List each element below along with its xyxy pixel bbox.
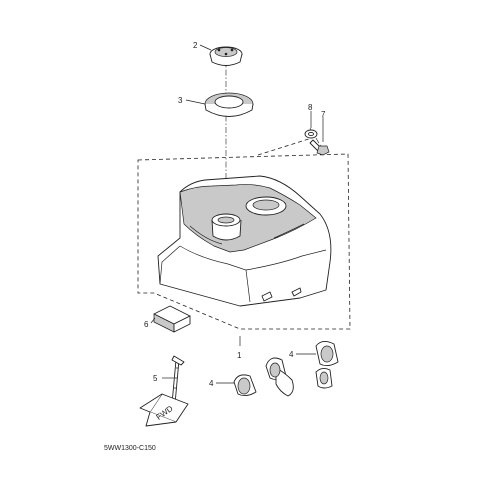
assembly-boundary — [137, 136, 351, 330]
bolt[interactable] — [309, 139, 330, 156]
fuel-cap[interactable] — [209, 46, 243, 66]
band[interactable] — [171, 355, 185, 405]
callout-cap-seal: 3 — [178, 96, 183, 105]
callout-grommet-left: 4 — [209, 379, 214, 388]
cap-seal[interactable] — [204, 92, 254, 117]
callout-grommet-right: 4 — [289, 350, 294, 359]
callout-washer: 8 — [308, 103, 313, 112]
damper-pad[interactable] — [153, 305, 191, 333]
fuel-tank[interactable] — [157, 175, 332, 307]
washer[interactable] — [304, 129, 318, 139]
callout-band: 5 — [153, 374, 158, 383]
callout-cap: 2 — [193, 41, 198, 50]
leader-lines — [150, 44, 324, 384]
diagram-code: 5WW1300-C150 — [104, 445, 156, 452]
fwd-arrow: FWD — [139, 393, 189, 427]
callout-damper-pad: 6 — [144, 320, 149, 329]
callout-fuel-tank: 1 — [237, 351, 242, 360]
grommet-right-group[interactable] — [315, 341, 339, 389]
grommet-left-group[interactable] — [233, 357, 294, 397]
callout-bolt: 7 — [321, 110, 326, 119]
